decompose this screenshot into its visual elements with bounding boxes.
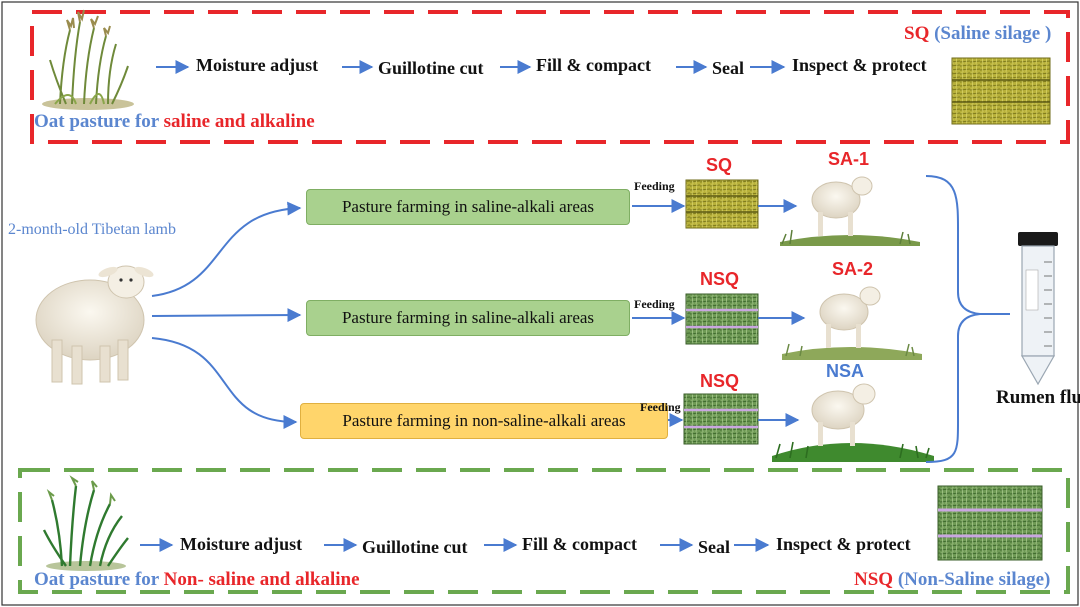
feeding-label-row2: Feeding bbox=[634, 297, 675, 311]
farming-box-row1: Pasture farming in saline-alkali areas bbox=[306, 189, 630, 225]
rumen-fluid-label: Rumen fluid bbox=[996, 387, 1080, 408]
feeding-label-row1: Feeding bbox=[634, 179, 675, 193]
bottom-step-guillotine-cut: Guillotine cut bbox=[362, 537, 468, 557]
top-step-moisture-adjust: Moisture adjust bbox=[196, 55, 319, 75]
top-product-code: SQ bbox=[904, 23, 930, 44]
grouping-bracket bbox=[925, 175, 981, 463]
nsq-silage-bale-bottom bbox=[937, 485, 1043, 561]
top-step-seal: Seal bbox=[712, 58, 745, 78]
oat-pasture-illustration-top bbox=[42, 9, 134, 110]
oat-pasture-illustration-bottom bbox=[42, 475, 129, 571]
bottom-step-inspect-protect: Inspect & protect bbox=[776, 534, 911, 554]
bottom-source-label: Oat pasture for Non- saline and alkaline bbox=[34, 570, 360, 589]
lamb-branch-arrows bbox=[151, 201, 302, 429]
row2-nsq-bale bbox=[685, 293, 759, 345]
farming-box-row3: Pasture farming in non-saline-alkali are… bbox=[300, 403, 668, 439]
top-source-label: Oat pasture for saline and alkaline bbox=[34, 112, 315, 131]
top-product-label: SQ (Saline silage ) bbox=[904, 24, 1051, 43]
sa1-sheep-illustration bbox=[780, 176, 920, 246]
bottom-step-fill-compact: Fill & compact bbox=[522, 534, 637, 554]
lamb-label: 2-month-old Tibetan lamb bbox=[8, 221, 176, 238]
sa2-sheep-illustration bbox=[782, 286, 922, 360]
centrifuge-tube-icon bbox=[1018, 232, 1058, 386]
top-product-desc: (Saline silage ) bbox=[929, 23, 1052, 44]
top-source-label-emphasis: saline and alkaline bbox=[163, 111, 315, 132]
feed-tag-row2: NSQ bbox=[700, 269, 740, 289]
feeding-arrows bbox=[632, 199, 686, 427]
top-source-label-prefix: Oat pasture for bbox=[34, 111, 164, 132]
sq-silage-bale-top bbox=[951, 57, 1051, 125]
row3-nsq-bale bbox=[683, 393, 759, 445]
bale-to-group-arrows bbox=[758, 199, 806, 427]
bottom-source-label-prefix: Oat pasture for bbox=[34, 569, 164, 590]
bottom-step-moisture-adjust: Moisture adjust bbox=[180, 534, 303, 554]
tibetan-lamb-illustration bbox=[35, 265, 154, 385]
group-tag-sa1: SA-1 bbox=[828, 149, 870, 169]
feed-tag-row1: SQ bbox=[706, 155, 733, 175]
top-step-guillotine-cut: Guillotine cut bbox=[378, 58, 484, 78]
feeding-label-row3: Feeding bbox=[640, 400, 681, 414]
bottom-panel-border bbox=[18, 468, 1070, 594]
bottom-source-label-emphasis: Non- saline and alkaline bbox=[163, 569, 360, 590]
bottom-product-code: NSQ bbox=[854, 569, 894, 590]
nsa-sheep-illustration bbox=[772, 383, 934, 462]
bottom-step-seal: Seal bbox=[698, 537, 731, 557]
top-step-inspect-protect: Inspect & protect bbox=[792, 55, 927, 75]
farming-box-row2: Pasture farming in saline-alkali areas bbox=[306, 300, 630, 336]
bottom-product-desc: (Non-Saline silage) bbox=[893, 569, 1051, 590]
feed-tag-row3: NSQ bbox=[700, 371, 740, 391]
bottom-product-label: NSQ (Non-Saline silage) bbox=[854, 570, 1050, 589]
group-tag-sa2: SA-2 bbox=[832, 259, 874, 279]
top-panel-border bbox=[30, 10, 1070, 144]
row1-sq-bale bbox=[685, 179, 759, 229]
top-step-fill-compact: Fill & compact bbox=[536, 55, 651, 75]
group-tag-nsa: NSA bbox=[826, 361, 865, 381]
